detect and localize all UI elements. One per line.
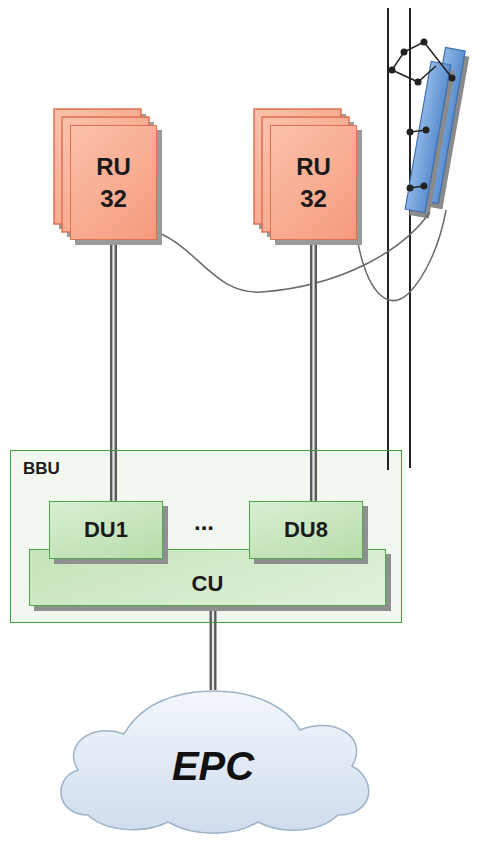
cable-gap bbox=[212, 606, 214, 690]
mount-bracket bbox=[392, 42, 452, 188]
bracket-dot bbox=[449, 75, 456, 82]
antenna-panel bbox=[405, 61, 451, 212]
link-cable bbox=[113, 240, 114, 501]
cable-outer bbox=[210, 606, 217, 690]
cable-gap bbox=[112, 240, 114, 501]
antenna bbox=[389, 39, 470, 219]
bracket-line bbox=[392, 66, 436, 82]
cable-outer bbox=[310, 240, 317, 501]
distributed-unit-box: DU1 bbox=[49, 501, 163, 559]
node-label: EPC bbox=[172, 736, 254, 789]
bbu-ground bbox=[10, 450, 402, 623]
node-label: RU 32 bbox=[296, 151, 331, 213]
bracket-dot bbox=[423, 127, 430, 134]
bracket-dot bbox=[421, 39, 428, 46]
mast-pole bbox=[409, 8, 411, 468]
node-label: CU bbox=[192, 571, 224, 597]
bracket-dot bbox=[401, 49, 408, 56]
node-label: BBU bbox=[23, 459, 60, 479]
link-cable bbox=[313, 240, 314, 501]
link-cable bbox=[213, 606, 214, 690]
bracket-dot bbox=[407, 129, 414, 136]
cable-outer bbox=[110, 240, 117, 501]
bracket-line bbox=[392, 42, 452, 78]
node-label: RU 32 bbox=[96, 151, 131, 213]
distributed-unit-box: DU8 bbox=[249, 501, 363, 559]
bracket-dot bbox=[389, 67, 396, 74]
node-label: DU8 bbox=[284, 517, 328, 543]
cable-gap bbox=[312, 240, 314, 501]
radio-unit-box: RU 32 bbox=[70, 125, 157, 240]
cloud-shape bbox=[61, 691, 369, 833]
node-label: DU1 bbox=[84, 517, 128, 543]
rf-cable bbox=[357, 210, 446, 300]
ellipsis-label: ... bbox=[176, 508, 232, 536]
bracket-dot bbox=[415, 79, 422, 86]
bracket-dot bbox=[421, 183, 428, 190]
radio-unit-box: RU 32 bbox=[270, 125, 357, 240]
core-network-cloud: EPC bbox=[48, 690, 378, 835]
mast-pole bbox=[387, 8, 389, 470]
bracket-dots bbox=[389, 39, 456, 192]
bracket-dot bbox=[407, 185, 414, 192]
baseband-unit-frame: BBU DU1 DU8CU bbox=[10, 450, 402, 623]
